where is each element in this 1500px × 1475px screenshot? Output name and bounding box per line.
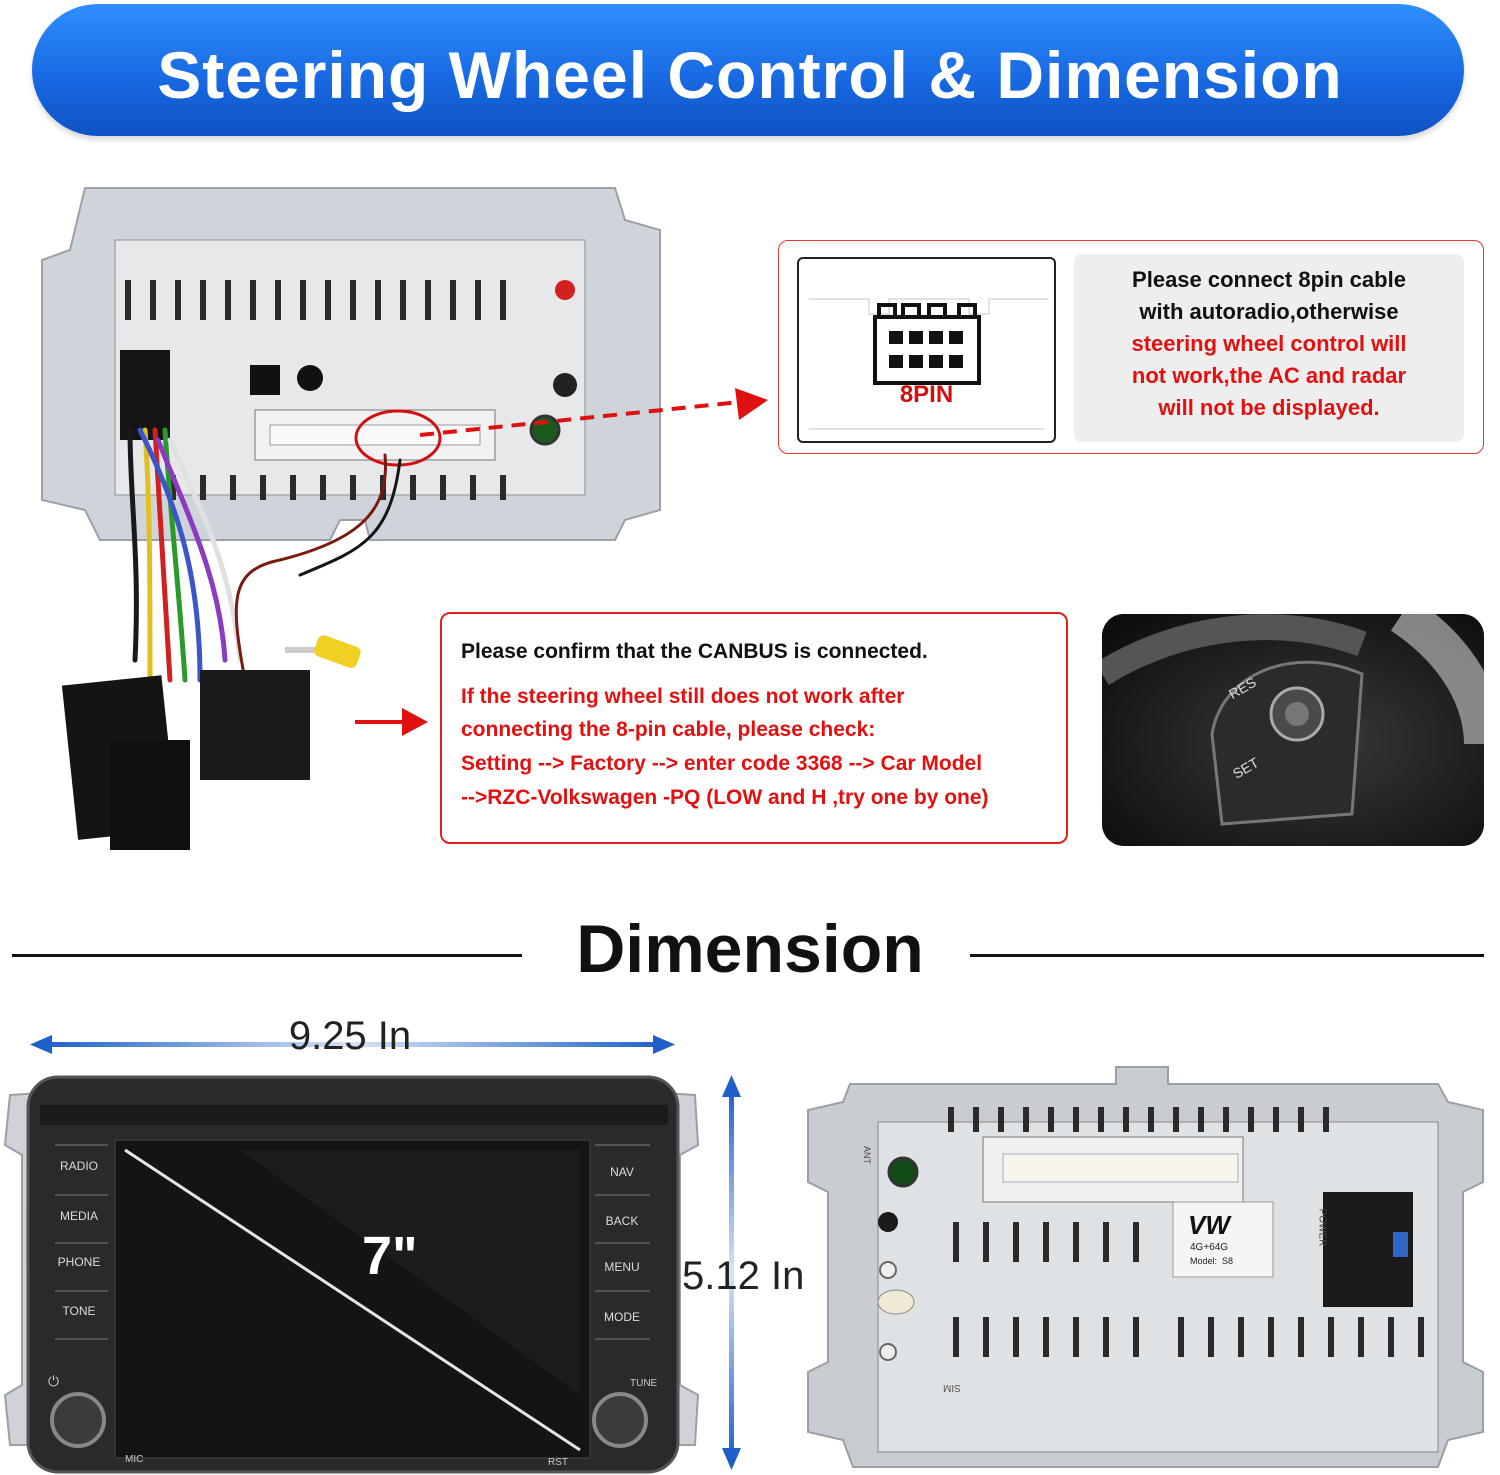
note-line-2: with autoradio,otherwise — [1139, 299, 1399, 324]
power-icon[interactable]: ⏻ — [48, 1373, 60, 1389]
radio-rear-panel: VW 4G+64G Model: S8 POWER ANT SIM — [798, 1062, 1492, 1472]
nav-button[interactable]: NAV — [610, 1165, 634, 1179]
eight-pin-connector-icon — [809, 298, 1049, 430]
rst-label: RST — [548, 1457, 568, 1468]
canbus-line-1: Please confirm that the CANBUS is connec… — [461, 640, 928, 663]
screen-size-label: 7" — [362, 1226, 418, 1286]
note-line-1: Please connect 8pin cable — [1132, 267, 1406, 292]
page-title: Steering Wheel Control & Dimension — [157, 38, 1343, 112]
radio-back-harness-photo — [41, 187, 661, 850]
menu-button[interactable]: MENU — [604, 1260, 640, 1274]
dimension-title: Dimension — [576, 911, 924, 987]
brand-logo: VW — [1188, 1210, 1230, 1240]
divider-left — [12, 954, 522, 957]
storage-label: 4G+64G — [1190, 1242, 1229, 1253]
model-label: Model: S8 — [1190, 1256, 1234, 1266]
canbus-line-4: Setting --> Factory --> enter code 3368 … — [461, 752, 983, 775]
radio-button[interactable]: RADIO — [59, 1159, 98, 1173]
tune-label: TUNE — [630, 1378, 658, 1389]
height-label: 5.12 In — [682, 1254, 805, 1298]
canbus-callout — [440, 612, 1068, 844]
note-line-4: not work,the AC and radar — [1131, 363, 1407, 388]
height-arrow — [722, 1075, 741, 1470]
canbus-line-5: -->RZC-Volkswagen -PQ (LOW and H ,try on… — [461, 786, 989, 809]
pin-diagram-panel: 8PIN — [797, 257, 1056, 443]
width-label: 9.25 In — [288, 1014, 412, 1058]
tone-button[interactable]: TONE — [62, 1304, 96, 1318]
media-button[interactable]: MEDIA — [59, 1209, 98, 1223]
note-line-5: will not be displayed. — [1158, 395, 1380, 420]
title-banner — [32, 4, 1464, 136]
pin-label: 8PIN — [899, 381, 954, 408]
ant-port-label: ANT — [862, 1146, 872, 1164]
canbus-line-3: connecting the 8-pin cable, please check… — [461, 718, 876, 741]
width-arrow — [30, 1035, 675, 1054]
back-button[interactable]: BACK — [605, 1214, 639, 1228]
steering-wheel-photo: RES SET — [1102, 614, 1484, 846]
phone-button[interactable]: PHONE — [57, 1255, 101, 1269]
mic-label: MIC — [125, 1454, 144, 1465]
mode-button[interactable]: MODE — [604, 1310, 640, 1324]
canbus-line-2: If the steering wheel still does not wor… — [461, 685, 905, 708]
divider-right — [970, 954, 1484, 957]
connector-pointer-arrow — [419, 388, 768, 437]
connection-note — [1074, 254, 1464, 442]
radio-front-panel: 7" RADIO MEDIA PHONE TONE NAV BACK MENU … — [0, 1065, 705, 1475]
sim-slot-label: SIM — [943, 1382, 961, 1393]
note-line-3: steering wheel control will — [1131, 331, 1407, 356]
power-port-label: POWER — [1316, 1208, 1328, 1247]
